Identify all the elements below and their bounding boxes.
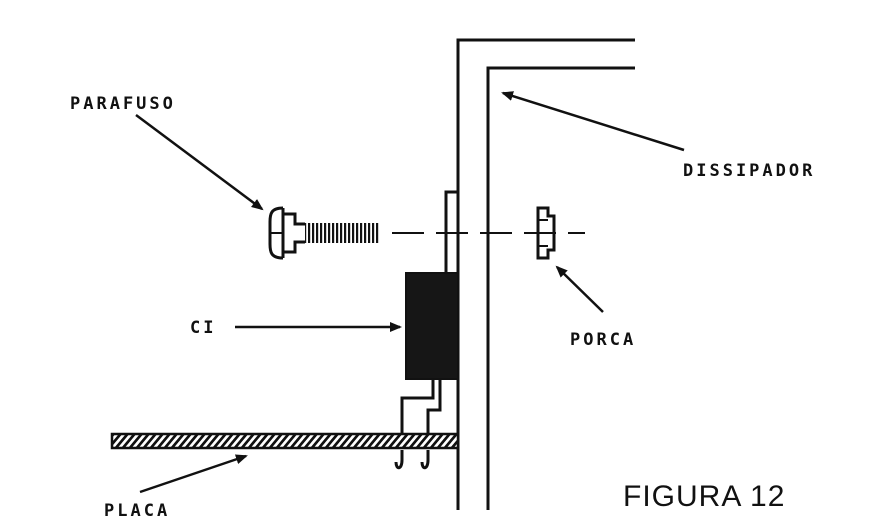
heatsink bbox=[456, 38, 635, 510]
parafuso-label: PARAFUSO bbox=[70, 94, 176, 114]
dissipador-arrow bbox=[501, 91, 685, 152]
circuit-board bbox=[110, 432, 460, 450]
porca-arrow bbox=[555, 265, 604, 313]
parafuso-arrow bbox=[135, 113, 264, 211]
porca-label: PORCA bbox=[570, 330, 636, 350]
heatsink-outer-edge bbox=[456, 38, 635, 510]
heatsink-inner-edge bbox=[486, 66, 635, 510]
ic-body bbox=[405, 272, 459, 380]
placa-label: PLACA bbox=[104, 501, 170, 521]
figure-caption: FIGURA 12 bbox=[623, 480, 785, 513]
ic-tab bbox=[444, 190, 458, 287]
ic-leads bbox=[394, 379, 442, 470]
dissipador-label: DISSIPADOR bbox=[683, 161, 815, 181]
screw bbox=[268, 206, 380, 260]
placa-arrow bbox=[139, 454, 248, 494]
pointer-arrows bbox=[135, 91, 685, 494]
ci-label: CI bbox=[190, 318, 216, 338]
nut bbox=[536, 206, 556, 260]
